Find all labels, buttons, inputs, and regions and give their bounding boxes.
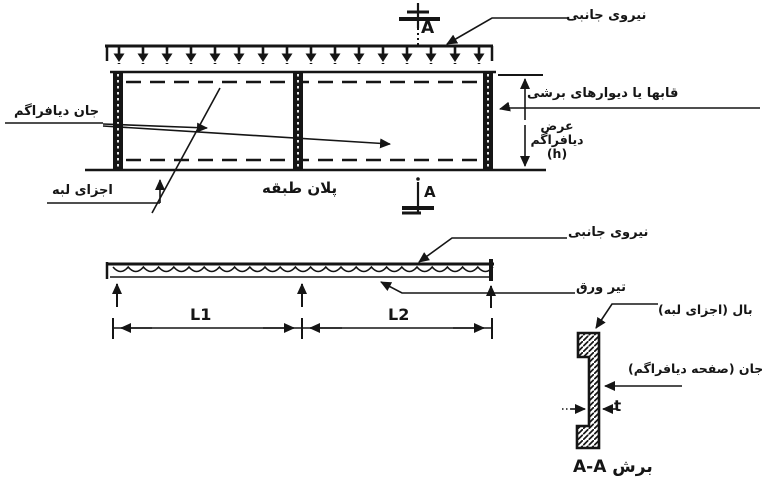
beam-elevation — [105, 259, 494, 281]
label-diaphragm-width-line2: دیافراگم (h) — [530, 131, 584, 161]
label-lateral-force-beam: نیروی جانبی — [568, 225, 649, 240]
section-letter-bottom: A — [424, 183, 436, 201]
leader-plate-girder — [380, 281, 575, 294]
leader-diaphragm-web — [5, 122, 391, 149]
leader-lateral-force-top — [446, 17, 567, 45]
shear-wall-middle — [293, 71, 303, 171]
shear-wall-right — [483, 71, 493, 171]
label-diaphragm-width-line1: عرض — [540, 118, 574, 133]
dimension-diaphragm-width — [498, 74, 543, 167]
support-arrows — [112, 283, 496, 308]
label-diaphragm-width: عرض دیافراگم (h) — [526, 119, 588, 160]
label-diaphragm-web: جان دیافراگم — [14, 104, 100, 119]
section-mark-bottom-icon — [402, 177, 434, 215]
leader-lateral-force-beam — [418, 237, 567, 263]
label-shear-walls: قابها یا دیوارهای برشی — [527, 86, 679, 101]
leader-flange — [595, 303, 658, 329]
label-web-section: جان (صفحه دیافراگم) — [628, 361, 762, 376]
span-l1: L1 — [190, 305, 212, 324]
leader-edge-elements — [47, 87, 221, 214]
plan-caption: پلان طبقه — [262, 179, 338, 197]
section-caption: برش A-A — [573, 457, 653, 477]
dimension-spans — [112, 318, 493, 339]
plan-outline — [85, 70, 546, 172]
shear-wall-left — [113, 71, 123, 171]
span-l2: L2 — [388, 305, 410, 324]
label-plate-girder: تیر ورق — [576, 280, 626, 295]
label-lateral-force-top: نیروی جانبی — [566, 8, 647, 23]
distributed-load-arrows — [105, 44, 494, 64]
section-letter-top: A — [421, 18, 435, 38]
label-thickness-t: t — [614, 397, 622, 415]
leader-shear-walls — [499, 101, 760, 112]
section-shape — [575, 331, 601, 450]
section-mark-top-icon — [399, 3, 440, 45]
label-flange: بال (اجزای لبه) — [658, 302, 753, 317]
label-edge-elements: اجزای لبه — [52, 183, 113, 198]
